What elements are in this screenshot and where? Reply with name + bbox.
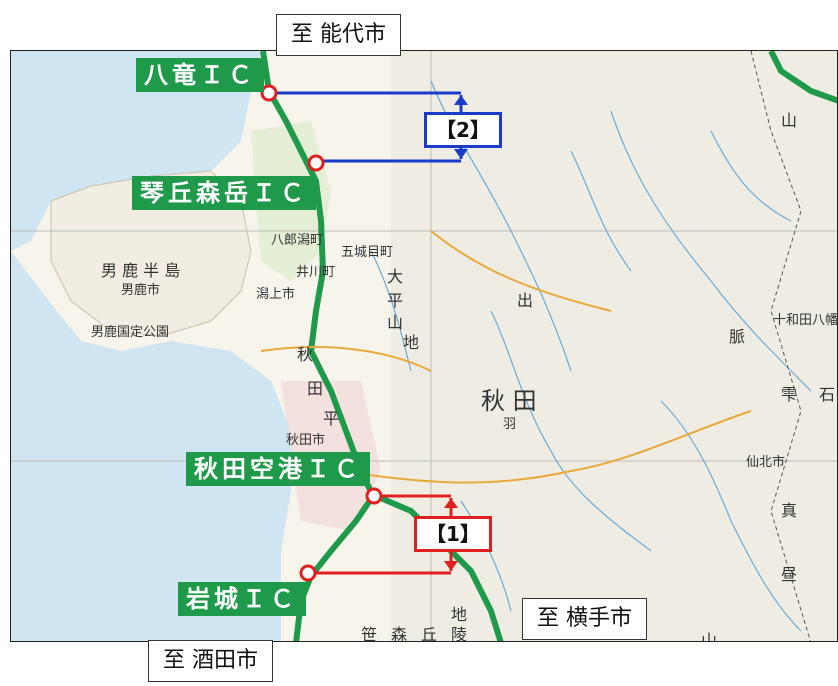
- label-ikawa: 井川町: [296, 265, 336, 280]
- expressway-east-branch: [374, 493, 504, 641]
- expressway-route: [260, 51, 377, 641]
- label-akita-plain-3: 平: [323, 409, 340, 428]
- ic-marker-kotooka: [307, 154, 325, 172]
- ic-marker-hachiryu: [260, 84, 278, 102]
- ic-marker-iwaki: [299, 564, 317, 582]
- label-towada: 十和田八幡平: [773, 313, 838, 328]
- label-akita-large: 秋 田: [481, 387, 537, 415]
- ic-marker-akita-airport: [365, 487, 383, 505]
- label-yama2: 山: [701, 631, 718, 642]
- ic-label-hachiryu: 八竜ＩＣ: [136, 58, 264, 92]
- label-sasamori-4: 陵: [451, 625, 468, 642]
- label-senboku: 仙北市: [746, 455, 786, 470]
- label-hane: 羽: [503, 417, 517, 432]
- section-2-label: 【2】: [424, 112, 502, 148]
- section-2-arrows: [454, 95, 468, 159]
- label-katagami: 潟上市: [256, 287, 296, 302]
- label-oga-peninsula: 男 鹿 半 島: [101, 261, 181, 280]
- label-daihei-4: 地: [403, 333, 420, 352]
- label-hachirogata: 八郎潟町: [271, 233, 324, 248]
- label-oga-city: 男鹿市: [121, 283, 161, 298]
- label-myaku: 脈: [729, 327, 746, 346]
- label-akita-plain-1: 秋: [297, 345, 314, 364]
- label-gojome: 五城目町: [341, 245, 394, 260]
- sea-area: [11, 51, 261, 251]
- ic-label-kotooka-moritake: 琴丘森岳ＩＣ: [132, 176, 316, 210]
- label-shizukuishi-1: 雫: [781, 385, 798, 404]
- label-sasamori-2: 森: [391, 625, 408, 642]
- label-shizukuishi-2: 石: [819, 385, 836, 404]
- expressway-northeast: [768, 51, 837, 104]
- roads: [260, 230, 752, 484]
- rivers: [370, 80, 812, 632]
- section-1-arrows: [444, 498, 458, 571]
- label-chi: 地: [451, 605, 468, 624]
- label-de: 出: [517, 291, 534, 310]
- label-akita-city: 秋田市: [286, 433, 326, 448]
- label-oga-park: 男鹿国定公園: [91, 325, 170, 340]
- label-sasamori-3: 丘: [421, 625, 438, 642]
- label-daihei-1: 大: [387, 267, 404, 286]
- label-daihei-3: 山: [387, 313, 404, 332]
- destination-south: 至 酒田市: [148, 640, 273, 682]
- destination-east: 至 横手市: [522, 598, 647, 640]
- label-daihei-2: 平: [387, 291, 404, 310]
- section-1-label: 【1】: [414, 516, 492, 552]
- label-makoto: 真: [781, 501, 798, 520]
- label-sasamori-1: 笹: [361, 625, 378, 642]
- label-mountain: 山: [781, 111, 798, 130]
- destination-north: 至 能代市: [276, 14, 401, 56]
- ic-label-akita-airport: 秋田空港ＩＣ: [186, 452, 370, 486]
- label-akita-plain-2: 田: [307, 379, 324, 398]
- ic-label-iwaki: 岩城ＩＣ: [178, 582, 306, 616]
- label-hiru: 昼: [781, 565, 798, 584]
- sea-area-west: [11, 251, 291, 641]
